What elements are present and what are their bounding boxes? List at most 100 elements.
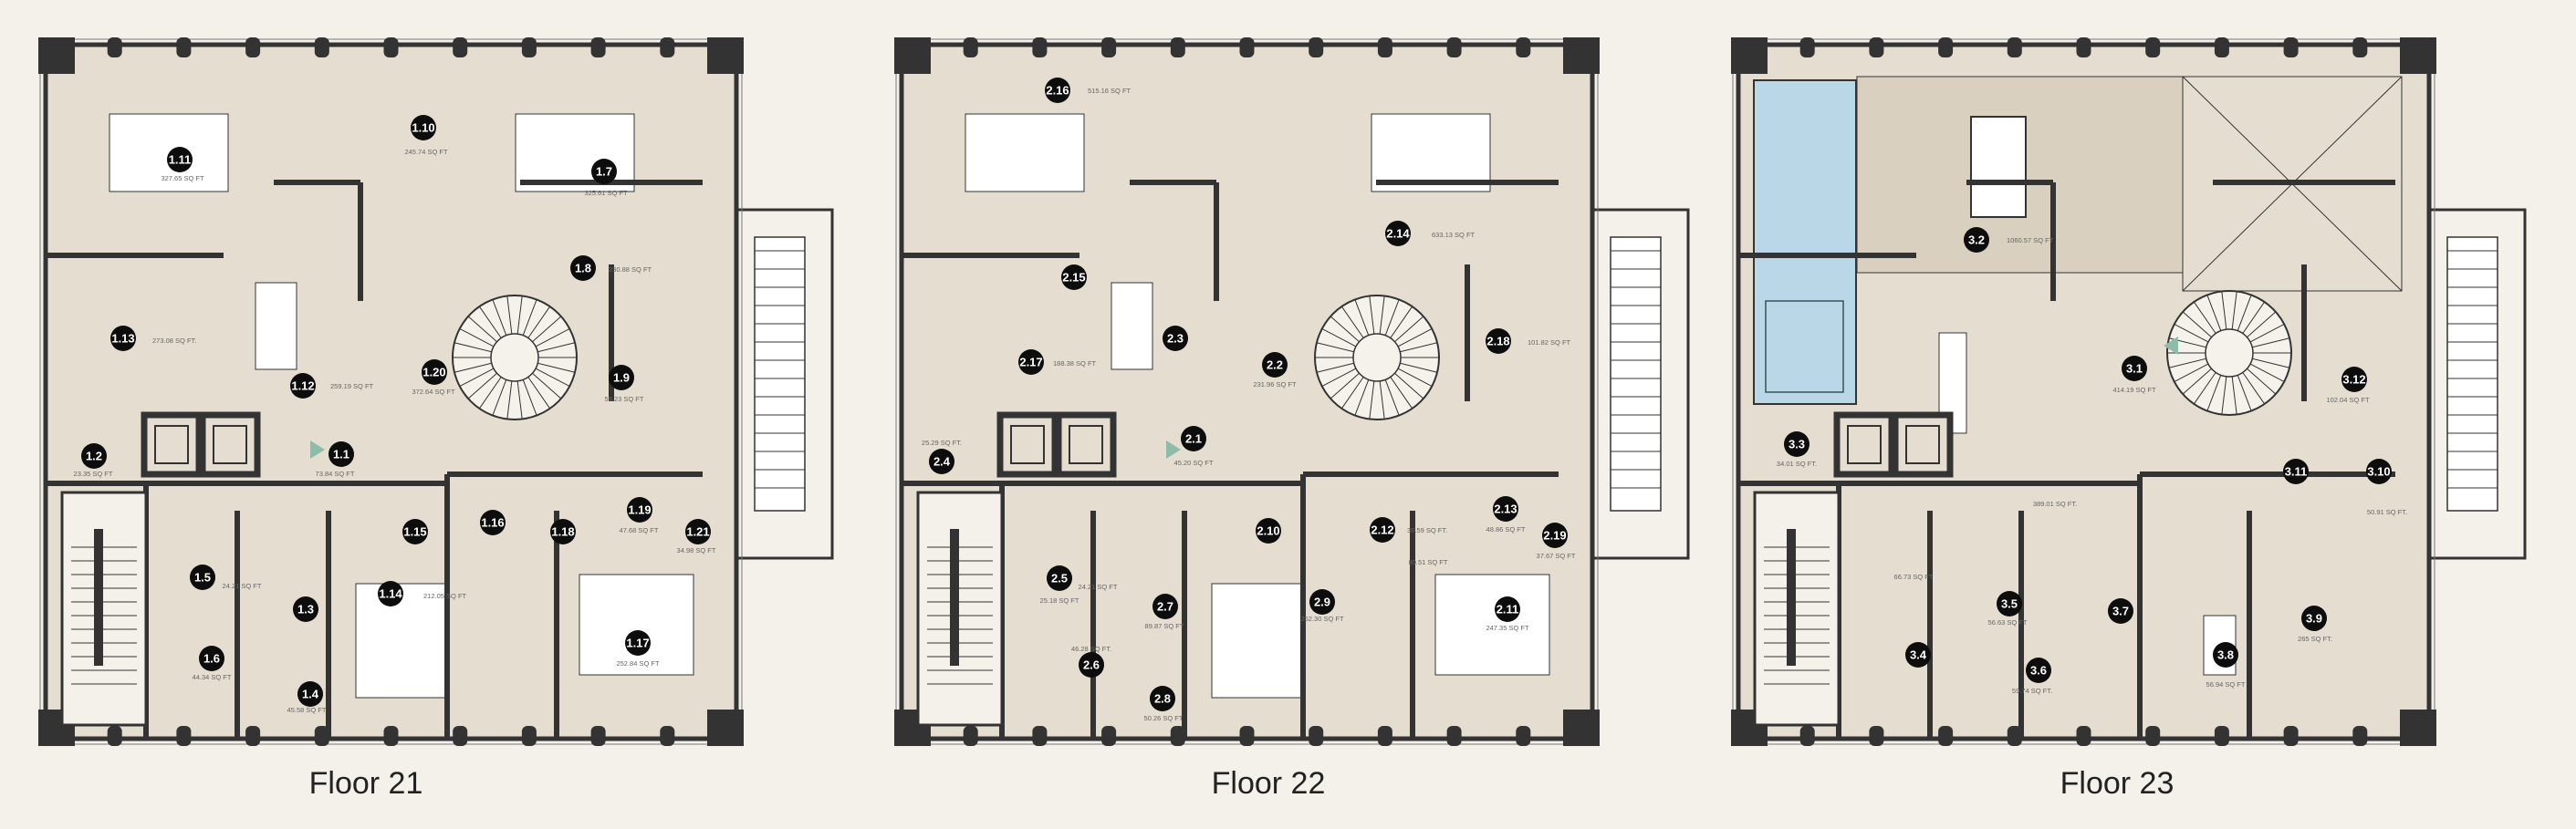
- room-number: 3.9: [2306, 612, 2322, 626]
- room-marker-3-5: 3.556.63 SQ FT: [1988, 591, 2028, 627]
- room-area: 50.26 SQ FT: [1144, 714, 1184, 722]
- column: [176, 726, 192, 746]
- room-number: 2.10: [1257, 524, 1279, 538]
- spiral-tread: [2206, 295, 2222, 331]
- room-area: 102.04 SQ FT: [2326, 396, 2370, 404]
- column: [521, 726, 537, 746]
- room-number: 1.9: [613, 371, 630, 385]
- skylight-room: [2182, 76, 2403, 292]
- room-area: 515.16 SQ FT: [1088, 87, 1132, 95]
- corner-column: [894, 37, 931, 74]
- spiral-tread: [1400, 342, 1438, 353]
- room-marker-badge: [1256, 518, 1281, 544]
- room-area: 247.35 SQ FT: [1486, 624, 1529, 632]
- elevator-shaft: [141, 411, 203, 478]
- column: [963, 37, 978, 57]
- room-number: 1.11: [169, 153, 192, 167]
- room-area: 34.01 SQ FT.: [1777, 460, 1817, 468]
- column: [2283, 726, 2299, 746]
- column: [2352, 726, 2368, 746]
- room-area: 259.19 SQ FT: [330, 382, 374, 390]
- stair-core: [950, 529, 959, 666]
- spiral-tread: [1340, 377, 1364, 409]
- elevator-car: [1010, 425, 1045, 464]
- room-marker-badge: [1018, 349, 1044, 375]
- elevator-car: [1069, 425, 1103, 464]
- column: [1101, 726, 1117, 746]
- room-number: 1.5: [194, 571, 211, 585]
- room-marker-1-1: 1.173.84 SQ FT: [316, 441, 355, 478]
- spiral-tread: [1384, 299, 1400, 336]
- room-number: 2.16: [1046, 84, 1069, 98]
- room-area: 25.18 SQ FT: [1040, 596, 1079, 605]
- entry-arrow-icon: [1166, 440, 1181, 459]
- column: [176, 37, 192, 57]
- spiral-tread: [2247, 368, 2277, 395]
- room-marker-badge: [1047, 565, 1072, 591]
- spiral-tread: [2174, 363, 2209, 383]
- room-number: 2.4: [933, 455, 951, 469]
- spiral-tread: [492, 299, 507, 336]
- room-area: 265 SQ FT.: [2298, 635, 2332, 643]
- area-label: 24.21 SQ FT: [223, 582, 262, 590]
- spiral-core: [490, 333, 539, 382]
- room-number: 2.1: [1185, 432, 1202, 446]
- room-marker-badge: [1061, 264, 1087, 290]
- stair-core: [94, 529, 103, 666]
- room-marker-badge: [1997, 591, 2022, 617]
- spiral-tread: [1321, 327, 1357, 347]
- spiral-tread: [2182, 311, 2212, 338]
- spiral-tread: [1390, 306, 1413, 338]
- column: [453, 726, 468, 746]
- room-marker-badge: [167, 147, 193, 172]
- column: [590, 37, 606, 57]
- column: [1309, 37, 1324, 57]
- spiral-tread: [459, 327, 495, 347]
- spiral-tread: [2182, 368, 2212, 395]
- room-marker-1-18: 1.18: [550, 519, 576, 544]
- room-marker-1-15: 1.15: [402, 519, 428, 544]
- spiral-tread: [2237, 295, 2252, 331]
- room-area: 73.84 SQ FT: [316, 470, 355, 478]
- room-marker-1-9: 1.958.23 SQ FT: [605, 365, 644, 403]
- column: [2214, 726, 2229, 746]
- room-marker-badge: [1152, 594, 1178, 619]
- pool-table: [1970, 116, 2027, 218]
- spiral-tread: [1394, 372, 1424, 399]
- spiral-tread: [1384, 379, 1400, 416]
- room-marker-3-11: 3.11: [2283, 459, 2309, 484]
- room-number: 1.20: [422, 366, 445, 379]
- room-number: 1.6: [203, 652, 220, 666]
- spiral-tread: [1397, 368, 1433, 388]
- room-marker-3-6: 3.659.74 SQ FT.: [2012, 658, 2052, 695]
- room-number: 3.5: [2001, 597, 2018, 611]
- room-marker-badge: [81, 443, 107, 469]
- stairwell: [1753, 491, 1841, 727]
- sofa-area: [1371, 113, 1491, 192]
- room-marker-2-15: 2.15: [1061, 264, 1087, 290]
- room-number: 2.7: [1157, 600, 1173, 614]
- elevator-shaft: [1833, 411, 1895, 478]
- spiral-tread: [1354, 299, 1370, 336]
- room-number: 3.6: [2030, 664, 2047, 678]
- elevator-car: [1847, 425, 1882, 464]
- room-area: 56.94 SQ FT: [2206, 680, 2246, 689]
- room-marker-badge: [1385, 221, 1411, 246]
- room-marker-badge: [402, 519, 428, 544]
- room-marker-badge: [2122, 356, 2147, 381]
- room-marker-badge: [1163, 326, 1188, 351]
- room-marker-badge: [2301, 606, 2327, 631]
- spiral-tread: [522, 299, 537, 336]
- room-area: 252.30 SQ FT: [1300, 615, 1344, 623]
- column: [1938, 37, 1954, 57]
- room-number: 1.12: [291, 379, 314, 393]
- room-marker-badge: [2108, 598, 2133, 624]
- room-number: 2.3: [1167, 332, 1184, 346]
